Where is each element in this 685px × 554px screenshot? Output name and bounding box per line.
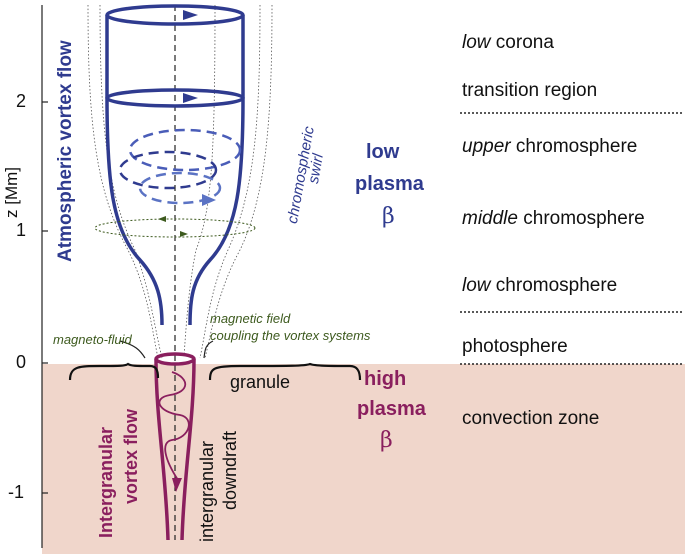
layer-transition-region: transition region xyxy=(462,80,598,101)
layer-low-chromosphere: low chromosphere xyxy=(462,275,618,296)
magneto-fluid-label: magneto-fluid xyxy=(53,332,132,347)
subsurface-arrow xyxy=(172,478,182,492)
rotation-arrows xyxy=(183,10,198,103)
convection-zone-background xyxy=(42,364,685,554)
high-label: high xyxy=(364,368,407,390)
tick-1: 1 xyxy=(16,220,27,240)
atmospheric-funnel xyxy=(105,4,245,326)
magnetic-field-label: magnetic field xyxy=(210,311,291,326)
low-label: low xyxy=(366,141,400,163)
coupling-label: coupling the vortex systems xyxy=(210,328,371,343)
layer-dividers xyxy=(460,112,682,365)
tick-2: 2 xyxy=(16,91,27,111)
coupling-ellipse xyxy=(94,218,256,238)
z-axis xyxy=(41,5,48,548)
intergranular-downdraft-label: intergranular xyxy=(197,440,217,542)
pointer-arrows xyxy=(119,340,214,359)
tick-minus-1: -1 xyxy=(8,482,25,502)
coupling-arrows xyxy=(158,216,188,237)
chromospheric-swirl xyxy=(118,128,242,205)
layer-photosphere: photosphere xyxy=(462,336,568,357)
z-axis-label: z [Mm] xyxy=(2,167,21,218)
intergranular-label: Intergranular xyxy=(96,426,116,538)
atmospheric-vortex-label: Atmospheric vortex flow xyxy=(55,40,76,262)
layer-low-corona: low corona xyxy=(462,32,554,53)
granule-label: granule xyxy=(230,372,291,392)
layer-middle-chromosphere: middle chromosphere xyxy=(462,208,645,229)
high-plasma-label: plasma xyxy=(357,398,426,420)
intergranular-funnel xyxy=(154,352,196,541)
layer-convection-zone: convection zone xyxy=(462,408,600,429)
tick-0: 0 xyxy=(16,352,27,372)
field-lines xyxy=(87,4,273,359)
granule-brackets xyxy=(68,362,362,381)
layer-upper-chromosphere: upper chromosphere xyxy=(462,136,638,157)
downdraft-label: downdraft xyxy=(220,430,240,510)
subsurface-swirl xyxy=(158,371,190,481)
low-beta-symbol: β xyxy=(382,204,395,229)
vortex-flow-label: vortex flow xyxy=(121,408,141,504)
low-plasma-label: plasma xyxy=(355,173,424,195)
swirl-arrow xyxy=(202,194,216,206)
high-beta-symbol: β xyxy=(380,428,393,453)
